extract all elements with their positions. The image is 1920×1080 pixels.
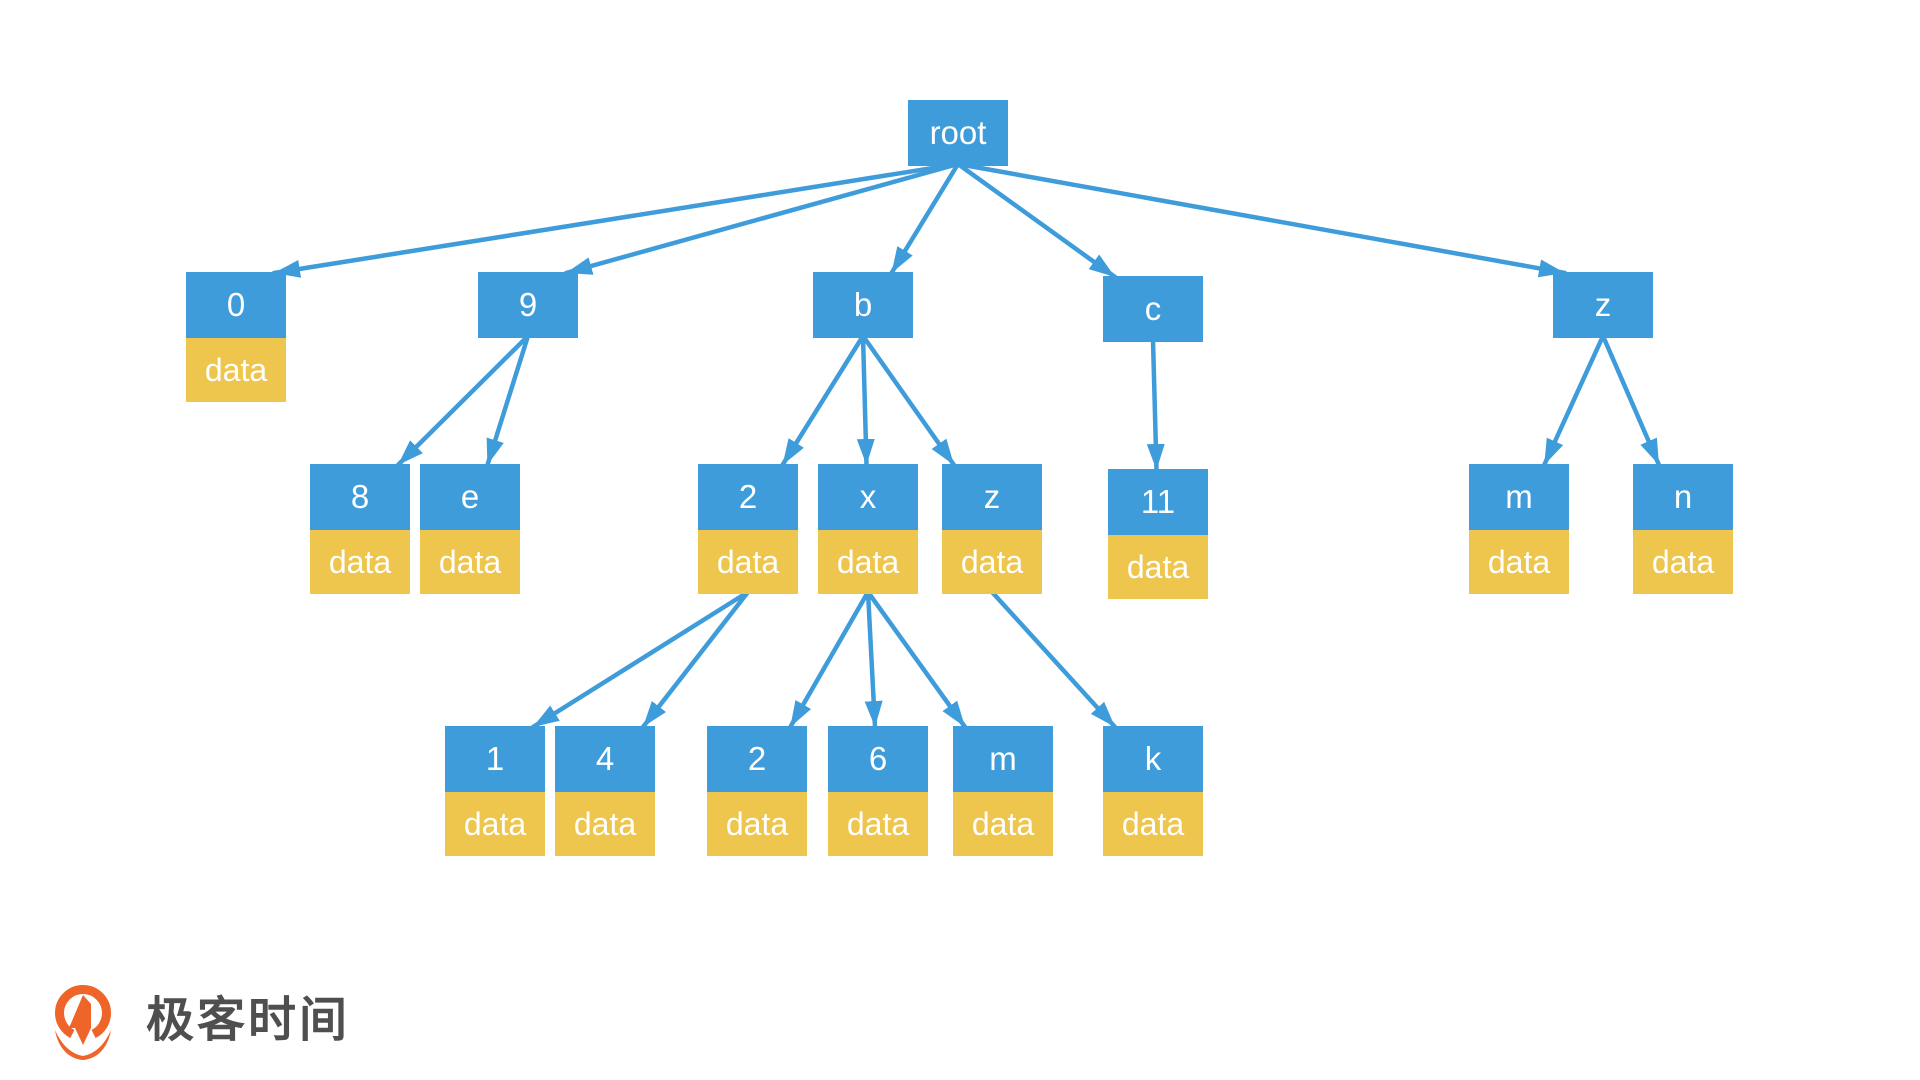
node-key-label: 11	[1108, 469, 1208, 535]
node-key-label: 0	[186, 272, 286, 338]
node-key-label: 1	[445, 726, 545, 792]
node-key-label: z	[942, 464, 1042, 530]
node-data-cell: data	[1103, 792, 1203, 856]
node-key-label: x	[818, 464, 918, 530]
tree-node-root: root	[908, 100, 1008, 166]
edge-kx-b2	[788, 589, 871, 730]
edge-k2-b4	[640, 589, 751, 730]
node-data-cell: data	[698, 530, 798, 594]
node-data-cell: data	[942, 530, 1042, 594]
edge-kz-km	[1541, 333, 1606, 468]
edge-root-kc	[955, 161, 1118, 280]
geektime-pin-icon	[55, 985, 111, 1060]
node-key-label: 8	[310, 464, 410, 530]
tree-node-k9: 9	[478, 272, 578, 338]
node-key-label: z	[1553, 272, 1653, 338]
node-key-label: m	[953, 726, 1053, 792]
node-key-label: e	[420, 464, 520, 530]
node-key-label: b	[813, 272, 913, 338]
tree-node-kz: z	[1553, 272, 1653, 338]
node-data-cell: data	[1633, 530, 1733, 594]
edge-kb-kx	[856, 333, 875, 468]
edge-k9-k8	[395, 333, 531, 468]
node-data-cell: data	[445, 792, 545, 856]
edge-root-k0	[271, 161, 961, 278]
node-data-cell: data	[186, 338, 286, 402]
node-data-cell: data	[1108, 535, 1208, 599]
edge-kb-k2	[780, 333, 866, 468]
node-data-cell: data	[818, 530, 918, 594]
edge-k9-ke	[485, 333, 531, 468]
edge-kx-b6	[864, 589, 883, 730]
edge-kz2-bk	[989, 589, 1118, 730]
edge-kx-bm	[865, 589, 968, 730]
node-key-label: 9	[478, 272, 578, 338]
edge-k2-b1	[530, 589, 751, 730]
node-key-label: k	[1103, 726, 1203, 792]
edge-root-kb	[889, 161, 961, 276]
node-data-cell: data	[707, 792, 807, 856]
tree-node-kc: c	[1103, 276, 1203, 342]
node-key-label: root	[908, 100, 1008, 166]
node-key-label: 4	[555, 726, 655, 792]
node-data-cell: data	[310, 530, 410, 594]
edge-kz-kn	[1600, 333, 1662, 468]
edge-kc-k11	[1146, 337, 1165, 473]
node-key-label: c	[1103, 276, 1203, 342]
node-data-cell: data	[828, 792, 928, 856]
geektime-logo: 极客时间	[46, 980, 350, 1062]
node-key-label: 6	[828, 726, 928, 792]
node-key-label: m	[1469, 464, 1569, 530]
edge-kb-kz2	[860, 333, 957, 468]
tree-node-kb: b	[813, 272, 913, 338]
node-key-label: n	[1633, 464, 1733, 530]
geektime-logo-text: 极客时间	[146, 994, 351, 1047]
node-data-cell: data	[953, 792, 1053, 856]
node-data-cell: data	[1469, 530, 1569, 594]
edge-root-kz	[955, 161, 1568, 278]
node-key-label: 2	[707, 726, 807, 792]
edge-root-k9	[563, 161, 961, 276]
node-data-cell: data	[555, 792, 655, 856]
node-key-label: 2	[698, 464, 798, 530]
node-data-cell: data	[420, 530, 520, 594]
